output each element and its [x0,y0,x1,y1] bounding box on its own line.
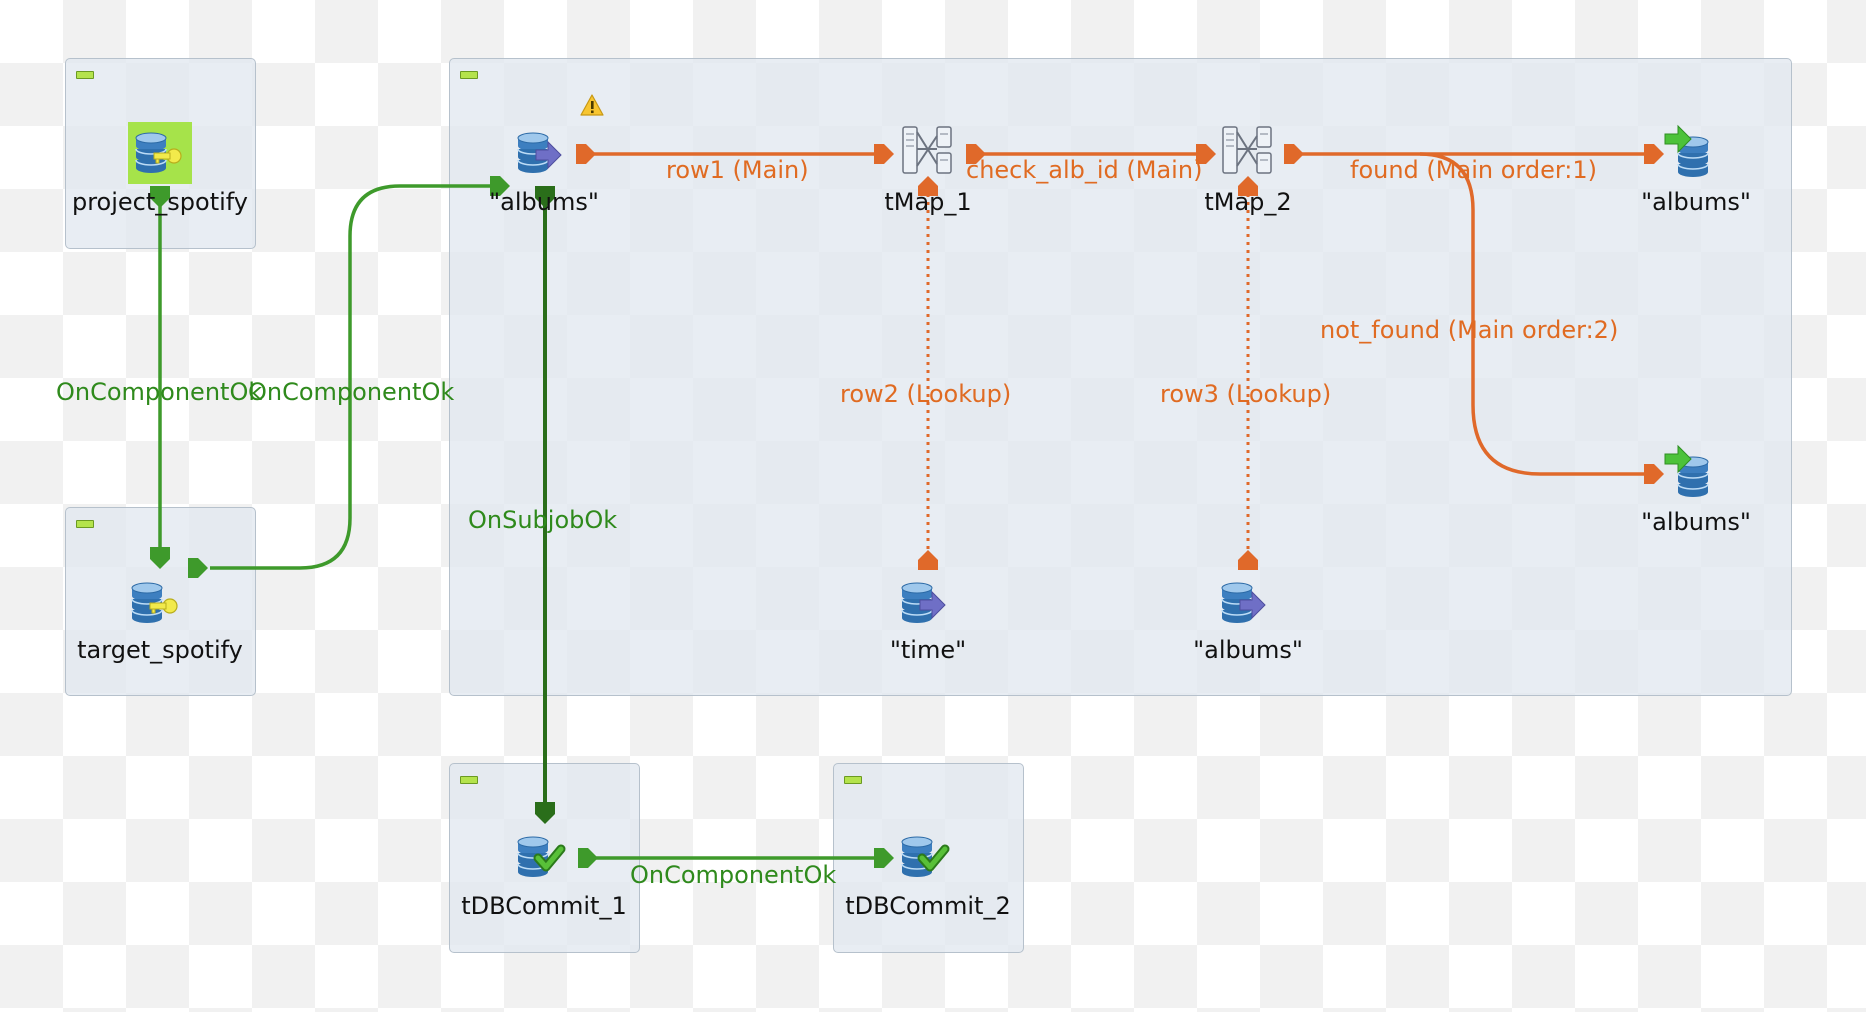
connection-label-row1[interactable]: row1 (Main) [666,156,809,184]
database-output-icon [1664,124,1730,184]
component-albums-found-output[interactable] [1664,124,1730,188]
component-time-input[interactable] [896,578,962,638]
collapse-icon[interactable] [76,520,94,528]
component-tdbcommit-2[interactable] [896,832,962,892]
tmap-icon [902,126,952,174]
subjob-albums-main[interactable] [449,58,1792,696]
component-project-spotify[interactable] [128,122,192,190]
component-tmap-1[interactable] [898,124,958,180]
collapse-icon[interactable] [76,71,94,79]
component-label: tDBCommit_2 [845,892,1011,920]
component-target-spotify[interactable] [128,576,192,634]
connection-label-oncomponentok[interactable]: OnComponentOk [630,861,837,889]
database-input-icon [896,578,962,634]
connection-label-oncomponentok[interactable]: OnComponentOk [248,378,455,406]
connection-label-found[interactable]: found (Main order:1) [1350,156,1597,184]
component-label: tMap_2 [1204,188,1292,216]
database-output-icon [1664,444,1730,504]
warning-icon[interactable] [580,94,606,122]
connection-label-check-alb-id[interactable]: check_alb_id (Main) [966,156,1203,184]
connection-label-row2[interactable]: row2 (Lookup) [840,380,1012,408]
collapse-icon[interactable] [460,776,478,784]
component-label: "albums" [1641,508,1751,536]
connection-label-row3[interactable]: row3 (Lookup) [1160,380,1332,408]
database-input-icon [512,128,578,184]
database-commit-icon [512,832,578,888]
component-label: target_spotify [77,636,243,664]
component-tdbcommit-1[interactable] [512,832,578,892]
component-label: tMap_1 [884,188,972,216]
collapse-icon[interactable] [844,776,862,784]
component-label: tDBCommit_1 [461,892,627,920]
connection-label-oncomponentok[interactable]: OnComponentOk [56,378,263,406]
component-label: "albums" [489,188,599,216]
component-tmap-2[interactable] [1218,124,1278,180]
tmap-icon [1222,126,1272,174]
component-label: "albums" [1641,188,1751,216]
database-key-icon [128,576,192,630]
component-label: project_spotify [71,188,249,216]
component-label: "albums" [1193,636,1303,664]
connection-label-onsubjobok[interactable]: OnSubjobOk [468,506,618,534]
component-label: "time" [889,636,967,664]
connection-label-not-found[interactable]: not_found (Main order:2) [1320,316,1619,344]
database-input-icon [1216,578,1282,634]
oncomponentok-2-connection[interactable] [210,184,496,570]
component-albums-not-found-output[interactable] [1664,444,1730,508]
component-albums-lookup-input[interactable] [1216,578,1282,638]
database-commit-icon [896,832,962,888]
database-key-icon [128,122,192,184]
component-albums-input[interactable] [512,128,578,188]
not-found-connection[interactable] [1419,152,1648,476]
collapse-icon[interactable] [460,71,478,79]
